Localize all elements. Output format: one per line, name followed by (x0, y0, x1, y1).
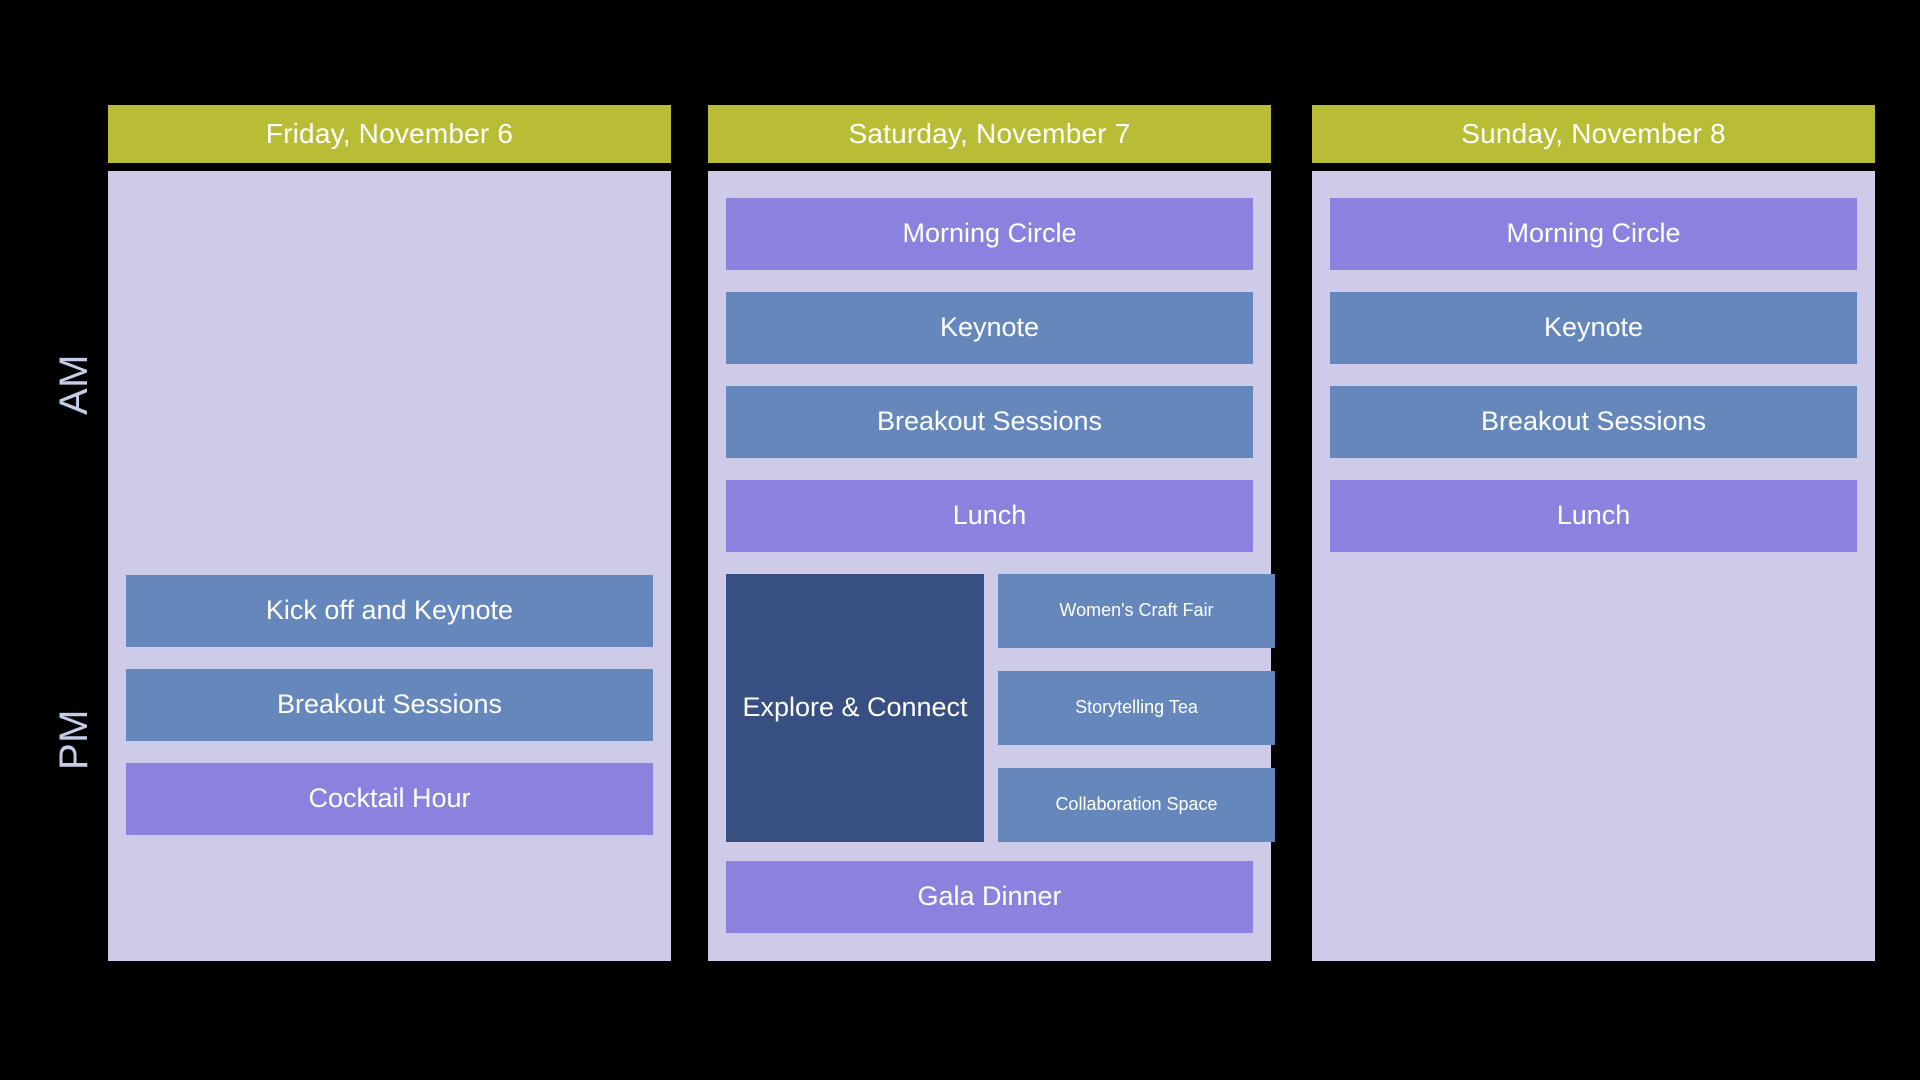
time-of-day-rail: AM PM (44, 180, 104, 970)
event-label: Keynote (939, 312, 1040, 343)
event-label: Women's Craft Fair (1059, 600, 1214, 621)
event-label: Gala Dinner (917, 881, 1062, 912)
event-block[interactable]: Morning Circle (1330, 198, 1857, 270)
event-label: Breakout Sessions (876, 406, 1103, 437)
event-block-side[interactable]: Collaboration Space (998, 768, 1275, 842)
event-block[interactable]: Cocktail Hour (126, 763, 653, 835)
event-label: Keynote (1543, 312, 1644, 343)
event-block[interactable]: Keynote (1330, 292, 1857, 364)
day-header-sunday: Sunday, November 8 (1312, 105, 1875, 163)
event-block[interactable]: Breakout Sessions (726, 386, 1253, 458)
event-block[interactable]: Breakout Sessions (126, 669, 653, 741)
event-label: Breakout Sessions (276, 689, 503, 720)
event-label: Lunch (952, 500, 1027, 531)
event-block[interactable]: Keynote (726, 292, 1253, 364)
event-label: Explore & Connect (742, 692, 968, 723)
event-block[interactable]: Breakout Sessions (1330, 386, 1857, 458)
event-label: Storytelling Tea (1075, 697, 1198, 718)
event-block-side[interactable]: Storytelling Tea (998, 671, 1275, 745)
day-header-saturday: Saturday, November 7 (708, 105, 1271, 163)
event-label: Morning Circle (902, 218, 1077, 249)
event-label: Cocktail Hour (308, 783, 471, 814)
event-label: Collaboration Space (1055, 794, 1218, 815)
event-block[interactable]: Gala Dinner (726, 861, 1253, 933)
event-block[interactable]: Lunch (726, 480, 1253, 552)
rail-label-pm: PM (52, 709, 96, 770)
event-block[interactable]: Lunch (1330, 480, 1857, 552)
event-block-side[interactable]: Women's Craft Fair (998, 574, 1275, 648)
event-label: Breakout Sessions (1480, 406, 1707, 437)
event-label: Lunch (1556, 500, 1631, 531)
event-block[interactable]: Kick off and Keynote (126, 575, 653, 647)
event-label: Kick off and Keynote (265, 595, 514, 626)
event-block[interactable]: Morning Circle (726, 198, 1253, 270)
event-label: Morning Circle (1506, 218, 1681, 249)
rail-label-am: AM (52, 354, 96, 415)
event-block-explore-connect[interactable]: Explore & Connect (726, 574, 984, 842)
day-header-friday: Friday, November 6 (108, 105, 671, 163)
